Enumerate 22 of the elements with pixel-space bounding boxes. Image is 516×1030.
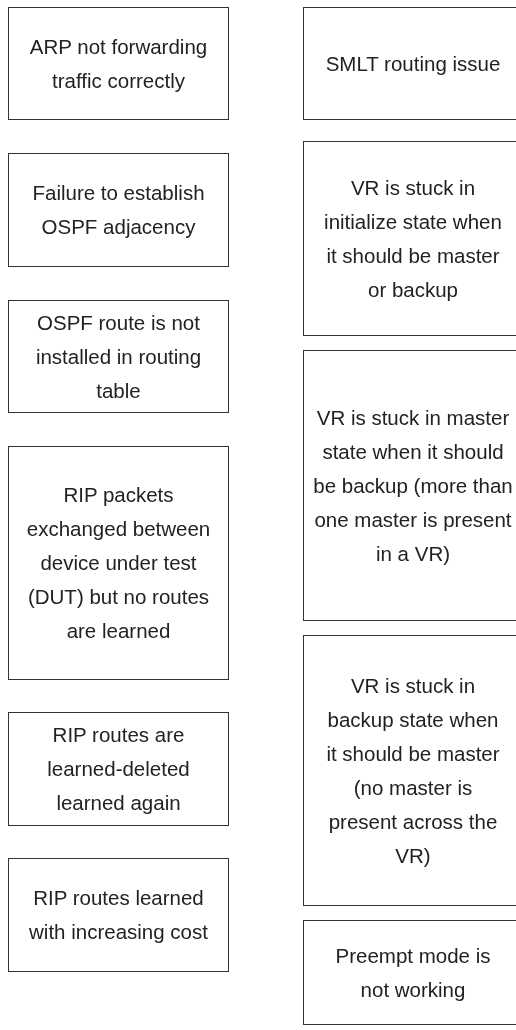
- process-box: [8, 153, 229, 267]
- box-text: Preempt mode is not working: [334, 942, 492, 1003]
- process-box: [303, 7, 516, 120]
- process-box: [8, 858, 229, 972]
- box-text: Failure to establish OSPF adjacency: [31, 180, 206, 240]
- process-box: [8, 446, 229, 680]
- process-box: [8, 7, 229, 120]
- box-text: VR is stuck in master state when it should be backup (more than one master is present in a VR): [312, 404, 514, 567]
- box-text: SMLT routing issue: [324, 50, 502, 77]
- process-box: [303, 920, 516, 1025]
- process-box: [8, 712, 229, 826]
- box-text: VR is stuck in initialize state when it should be master or backup: [323, 174, 503, 303]
- box-text: OSPF route is not installed in routing table: [34, 309, 203, 404]
- process-box: [303, 350, 516, 621]
- box-text: ARP not forwarding traffic correctly: [28, 33, 209, 94]
- box-text: RIP routes learned with increasing cost: [28, 885, 209, 945]
- box-text: RIP routes are learned-deleted learned again: [46, 722, 191, 816]
- box-text: VR is stuck in backup state when it should be master (no master is present across the VR): [325, 672, 501, 869]
- process-box: [303, 635, 516, 906]
- process-box: [303, 141, 516, 336]
- process-box: [8, 300, 229, 413]
- box-text: RIP packets exchanged between device under test (DUT) but no routes are learned: [25, 482, 212, 644]
